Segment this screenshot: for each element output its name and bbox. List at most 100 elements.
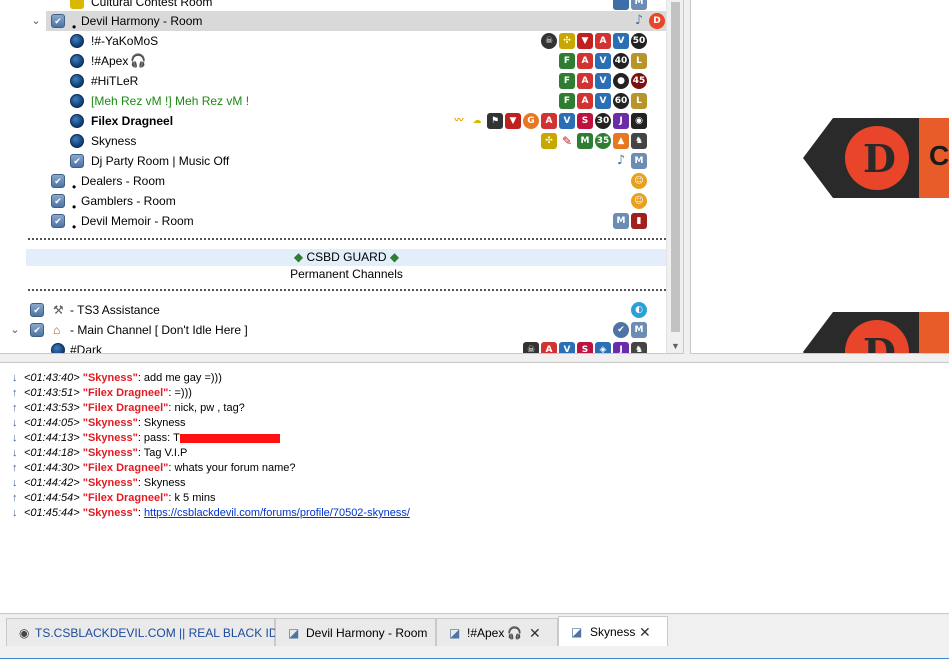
chat-log[interactable]: ↓<01:43:40> "Skyness": add me gay =))) ↑… bbox=[0, 362, 949, 614]
subscribed-icon: • bbox=[72, 20, 77, 34]
chat-sender[interactable]: "Filex Dragneel" bbox=[82, 387, 169, 399]
m-badge-icon: M bbox=[577, 133, 593, 149]
chat-sender[interactable]: "Skyness" bbox=[82, 447, 138, 459]
incoming-arrow-icon: ↓ bbox=[12, 477, 18, 489]
channel-icon bbox=[30, 323, 44, 337]
v-badge-icon: V bbox=[613, 33, 629, 49]
devil-logo-icon: D bbox=[649, 13, 665, 29]
close-tab-icon[interactable]: ✕ bbox=[529, 625, 541, 641]
chat-line: ↑<01:43:51> "Filex Dragneel": =))) bbox=[12, 387, 192, 399]
level-35-icon: 35 bbox=[595, 133, 611, 149]
tree-row-devil-harmony[interactable]: ⌄ • Devil Harmony - Room ♪ D bbox=[31, 11, 667, 34]
channel-icon bbox=[51, 214, 65, 228]
chat-sender[interactable]: "Skyness" bbox=[82, 477, 138, 489]
channel-chat-icon: ◪ bbox=[288, 626, 300, 640]
admin-a-icon: A bbox=[577, 73, 593, 89]
tree-row-client-meh-rez[interactable]: [Meh Rez vM !] Meh Rez vM ! F A V 60 L bbox=[0, 91, 667, 111]
collapse-icon[interactable]: ⌄ bbox=[31, 15, 41, 27]
league-icon: L bbox=[631, 53, 647, 69]
s-badge-icon: S bbox=[577, 342, 593, 353]
channel-badges: ◐ bbox=[631, 302, 647, 318]
tab-private-apex[interactable]: ◪ !#Apex 🎧 ✕ bbox=[436, 618, 558, 646]
server-banner: C bbox=[803, 118, 949, 198]
chat-sender[interactable]: "Skyness" bbox=[82, 417, 138, 429]
channel-icon bbox=[51, 14, 65, 28]
guard-spacer[interactable]: ◆ CSBD GUARD ◆ bbox=[26, 249, 667, 266]
chat-input[interactable] bbox=[0, 658, 949, 668]
tree-row-cultural-contest[interactable]: Cultural Contest Room M bbox=[0, 0, 667, 12]
skull-icon: ☠ bbox=[541, 33, 557, 49]
chat-sender[interactable]: "Filex Dragneel" bbox=[82, 462, 169, 474]
headphones-muted-icon: 🎧 bbox=[130, 53, 147, 68]
admin-a-icon: A bbox=[541, 342, 557, 353]
tree-row-client-dark[interactable]: #Dark ☠ A V S ◈ J ♞ bbox=[0, 340, 667, 353]
redacted-password bbox=[179, 433, 280, 443]
chat-sender[interactable]: "Filex Dragneel" bbox=[82, 402, 169, 414]
moderated-icon: M bbox=[631, 153, 647, 169]
fox-icon: ▲ bbox=[613, 133, 629, 149]
tree-row-dj-party[interactable]: Dj Party Room | Music Off ♪ M bbox=[0, 151, 667, 171]
chat-sender[interactable]: "Filex Dragneel" bbox=[82, 492, 169, 504]
chat-tab-strip: ◉ TS.CSBLACKDEVIL.COM || REAL BLACK IDEA… bbox=[0, 616, 949, 646]
skull-icon: ☠ bbox=[523, 342, 539, 353]
chat-line: ↑<01:44:30> "Filex Dragneel": whats your… bbox=[12, 462, 296, 474]
tab-channel[interactable]: ◪ Devil Harmony - Room bbox=[275, 618, 436, 646]
tree-row-client-filex[interactable]: Filex Dragneel 〰 ☁ ⚑ ▼ G A V S 30 J ◉ bbox=[0, 111, 667, 131]
channel-icon bbox=[70, 0, 84, 9]
chat-line: ↓<01:44:42> "Skyness": Skyness bbox=[12, 477, 186, 489]
channel-badges: ☺ bbox=[631, 193, 647, 209]
scroll-down-arrow-icon[interactable]: ▼ bbox=[671, 341, 680, 351]
tab-server[interactable]: ◉ TS.CSBLACKDEVIL.COM || REAL BLACK IDEA… bbox=[6, 618, 305, 646]
badge-icon: ◈ bbox=[595, 342, 611, 353]
level-60-icon: 60 bbox=[613, 93, 629, 109]
channel-icon bbox=[51, 174, 65, 188]
admin-a-icon: A bbox=[577, 93, 593, 109]
incoming-arrow-icon: ↓ bbox=[12, 447, 18, 459]
dealer-avatar-icon: ☺ bbox=[631, 173, 647, 189]
home-icon: ⌂ bbox=[53, 323, 61, 337]
client-badges: F A V 40 L bbox=[559, 53, 647, 69]
tree-row-client-yakomos[interactable]: !#-YaKoMoS ☠ ✣ ▼ A V 50 bbox=[0, 31, 667, 51]
admin-a-icon: A bbox=[577, 53, 593, 69]
private-chat-icon: ◪ bbox=[449, 626, 461, 640]
channel-icon bbox=[51, 194, 65, 208]
chat-line: ↑<01:44:54> "Filex Dragneel": k 5 mins bbox=[12, 492, 216, 504]
chat-sender[interactable]: "Skyness" bbox=[82, 507, 138, 519]
info-panel: C bbox=[690, 0, 949, 354]
profile-link[interactable]: https://csblackdevil.com/forums/profile/… bbox=[143, 507, 410, 519]
chat-sender[interactable]: "Skyness" bbox=[82, 432, 138, 444]
client-status-icon bbox=[70, 134, 84, 148]
tree-row-client-skyness[interactable]: Skyness ✣ ✎ M 35 ▲ ♞ bbox=[0, 131, 667, 151]
channel-tree[interactable]: Cultural Contest Room M ⌄ • Devil Harmon… bbox=[0, 0, 684, 354]
close-tab-icon[interactable]: ✕ bbox=[639, 624, 651, 640]
tree-row-gamblers[interactable]: • Gamblers - Room ☺ bbox=[0, 191, 667, 214]
tree-row-ts3-assistance[interactable]: ⚒ - TS3 Assistance ◐ bbox=[0, 300, 667, 320]
s-badge-icon: S bbox=[577, 113, 593, 129]
channel-badges: M bbox=[613, 0, 647, 10]
client-status-icon bbox=[70, 74, 84, 88]
flag-icon: ⚑ bbox=[487, 113, 503, 129]
tree-scrollbar[interactable]: ▼ bbox=[666, 0, 683, 353]
music-icon: ♪ bbox=[634, 13, 644, 28]
collapse-icon[interactable]: ⌄ bbox=[10, 324, 20, 336]
moderated-icon: M bbox=[631, 322, 647, 338]
client-badges: ☠ ✣ ▼ A V 50 bbox=[541, 33, 647, 49]
tree-scrollbar-thumb[interactable] bbox=[671, 2, 680, 332]
tree-row-main-channel[interactable]: ⌄ ⌂ - Main Channel [ Don't Idle Here ] ✔… bbox=[0, 320, 667, 340]
admin-a-icon: A bbox=[595, 33, 611, 49]
tree-row-client-apex[interactable]: !#Apex 🎧 F A V 40 L bbox=[0, 51, 667, 71]
client-status-icon bbox=[70, 34, 84, 48]
client-badges: F A V ● 45 bbox=[559, 73, 647, 89]
wolf-icon: ♞ bbox=[631, 133, 647, 149]
cat-icon: ● bbox=[613, 73, 629, 89]
spacer-separator bbox=[28, 238, 666, 240]
level-40-icon: 40 bbox=[613, 53, 629, 69]
tree-row-devil-memoir[interactable]: • Devil Memoir - Room M ▮ bbox=[0, 211, 667, 234]
chat-sender[interactable]: "Skyness" bbox=[82, 372, 138, 384]
client-badges: F A V 60 L bbox=[559, 93, 647, 109]
tab-private-skyness[interactable]: ◪ Skyness ✕ bbox=[558, 616, 668, 646]
v-badge-icon: V bbox=[595, 53, 611, 69]
tree-row-client-hitler[interactable]: #HiTLeR F A V ● 45 bbox=[0, 71, 667, 91]
tree-row-dealers[interactable]: • Dealers - Room ☺ bbox=[0, 171, 667, 194]
